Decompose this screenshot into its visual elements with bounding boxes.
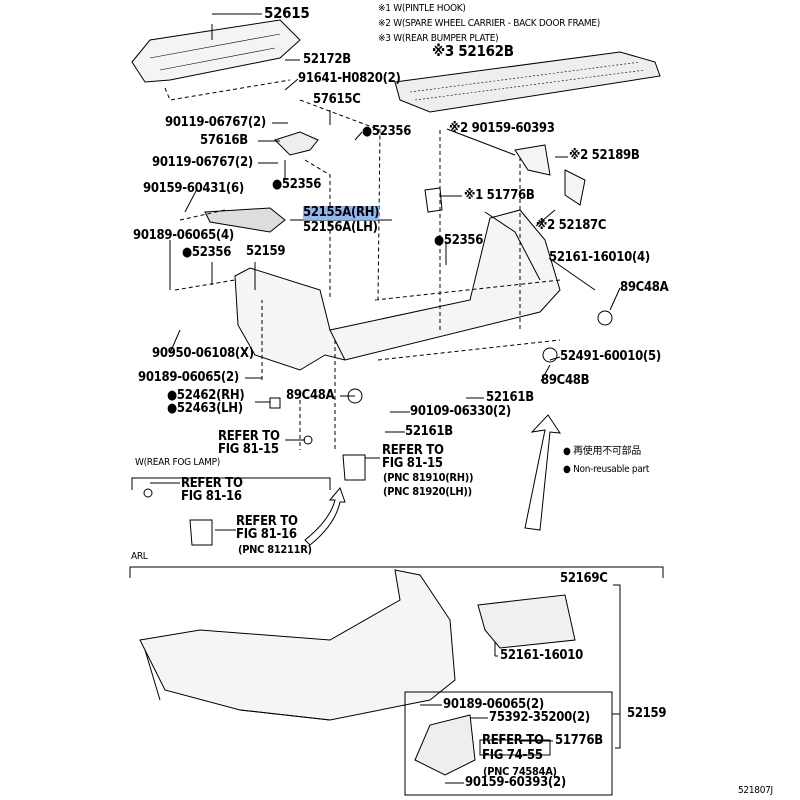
ref-81-16-b-1: REFER TO bbox=[236, 514, 298, 529]
part-90159-60393[interactable]: ※2 90159-60393 bbox=[449, 121, 555, 136]
pnc-81920: (PNC 81920(LH)) bbox=[383, 485, 472, 498]
pnc-81211R: (PNC 81211R) bbox=[238, 543, 312, 556]
part-52356-b[interactable]: ●52356 bbox=[272, 177, 322, 192]
ref-81-15-a-2[interactable]: FIG 81-15 bbox=[218, 442, 279, 457]
ref-81-15-b-1: REFER TO bbox=[382, 443, 444, 458]
part-90119-a[interactable]: 90119-06767(2) bbox=[165, 115, 266, 130]
part-90189-2[interactable]: 90189-06065(2) bbox=[138, 370, 239, 385]
part-52161-16010[interactable]: 52161-16010 bbox=[500, 648, 583, 663]
part-52615[interactable]: 52615 bbox=[264, 4, 310, 22]
ref-81-16-a-1: REFER TO bbox=[181, 476, 243, 491]
note-3: ※3 W(REAR BUMPER PLATE) bbox=[378, 33, 499, 44]
part-52356-d[interactable]: ●52356 bbox=[434, 233, 484, 248]
part-90109[interactable]: 90109-06330(2) bbox=[410, 404, 511, 419]
part-89C48A-b[interactable]: 89C48A bbox=[620, 280, 669, 295]
part-52462[interactable]: ●52462(RH) bbox=[167, 388, 245, 403]
part-52159[interactable]: 52159 bbox=[246, 244, 286, 259]
part-52159-b[interactable]: 52159 bbox=[627, 706, 667, 721]
part-52187C[interactable]: ※2 52187C bbox=[536, 218, 607, 233]
part-52172B[interactable]: 52172B bbox=[303, 52, 351, 67]
part-52491[interactable]: 52491-60010(5) bbox=[560, 349, 661, 364]
part-90950[interactable]: 90950-06108(X) bbox=[152, 346, 254, 361]
part-89C48A-a[interactable]: 89C48A bbox=[286, 388, 335, 403]
part-52155A-highlighted[interactable]: 52155A(RH) bbox=[303, 205, 380, 220]
note-1: ※1 W(PINTLE HOOK) bbox=[378, 3, 466, 14]
section-arl: ARL bbox=[131, 551, 148, 562]
part-52169C[interactable]: 52169C bbox=[560, 571, 608, 586]
ref-81-15-a-1: REFER TO bbox=[218, 429, 280, 444]
part-52161B-b[interactable]: 52161B bbox=[405, 424, 453, 439]
legend-en: ● Non-reusable part bbox=[563, 464, 650, 475]
part-52356-a[interactable]: ●52356 bbox=[362, 124, 412, 139]
part-91641[interactable]: 91641-H0820(2) bbox=[298, 71, 401, 86]
part-89C48B[interactable]: 89C48B bbox=[541, 373, 590, 388]
part-75392[interactable]: 75392-35200(2) bbox=[489, 710, 590, 725]
note-2: ※2 W(SPARE WHEEL CARRIER - BACK DOOR FRA… bbox=[378, 18, 600, 29]
figure-id: 521807J bbox=[738, 785, 773, 796]
legend-jp: ● 再使用不可部品 bbox=[563, 446, 642, 457]
part-52189B[interactable]: ※2 52189B bbox=[569, 148, 640, 163]
part-52463[interactable]: ●52463(LH) bbox=[167, 401, 243, 416]
part-90159-60431[interactable]: 90159-60431(6) bbox=[143, 181, 244, 196]
section-rear-fog-lamp: W(REAR FOG LAMP) bbox=[135, 457, 220, 468]
part-51776B-a[interactable]: ※1 51776B bbox=[464, 188, 535, 203]
part-90189-2-b[interactable]: 90189-06065(2) bbox=[443, 697, 544, 712]
ref-81-16-a-2[interactable]: FIG 81-16 bbox=[181, 489, 242, 504]
part-90189-4[interactable]: 90189-06065(4) bbox=[133, 228, 234, 243]
part-51776B-b[interactable]: 51776B bbox=[555, 733, 603, 748]
part-52356-c[interactable]: ●52356 bbox=[182, 245, 232, 260]
ref-81-15-b-2[interactable]: FIG 81-15 bbox=[382, 456, 443, 471]
part-52162B[interactable]: ※3 52162B bbox=[432, 42, 514, 60]
part-52161-4[interactable]: 52161-16010(4) bbox=[549, 250, 650, 265]
ref-81-16-b-2[interactable]: FIG 81-16 bbox=[236, 527, 297, 542]
ref-74-55-1: REFER TO bbox=[482, 733, 544, 748]
part-57616B[interactable]: 57616B bbox=[200, 133, 248, 148]
part-52156A[interactable]: 52156A(LH) bbox=[303, 220, 378, 235]
part-90119-b[interactable]: 90119-06767(2) bbox=[152, 155, 253, 170]
part-57615C[interactable]: 57615C bbox=[313, 92, 361, 107]
part-52161B-a[interactable]: 52161B bbox=[486, 390, 534, 405]
part-90159-60393-2[interactable]: 90159-60393(2) bbox=[465, 775, 566, 790]
pnc-81910: (PNC 81910(RH)) bbox=[383, 471, 474, 484]
ref-74-55-2[interactable]: FIG 74-55 bbox=[482, 748, 543, 763]
pnc-74584A: (PNC 74584A) bbox=[483, 765, 557, 778]
